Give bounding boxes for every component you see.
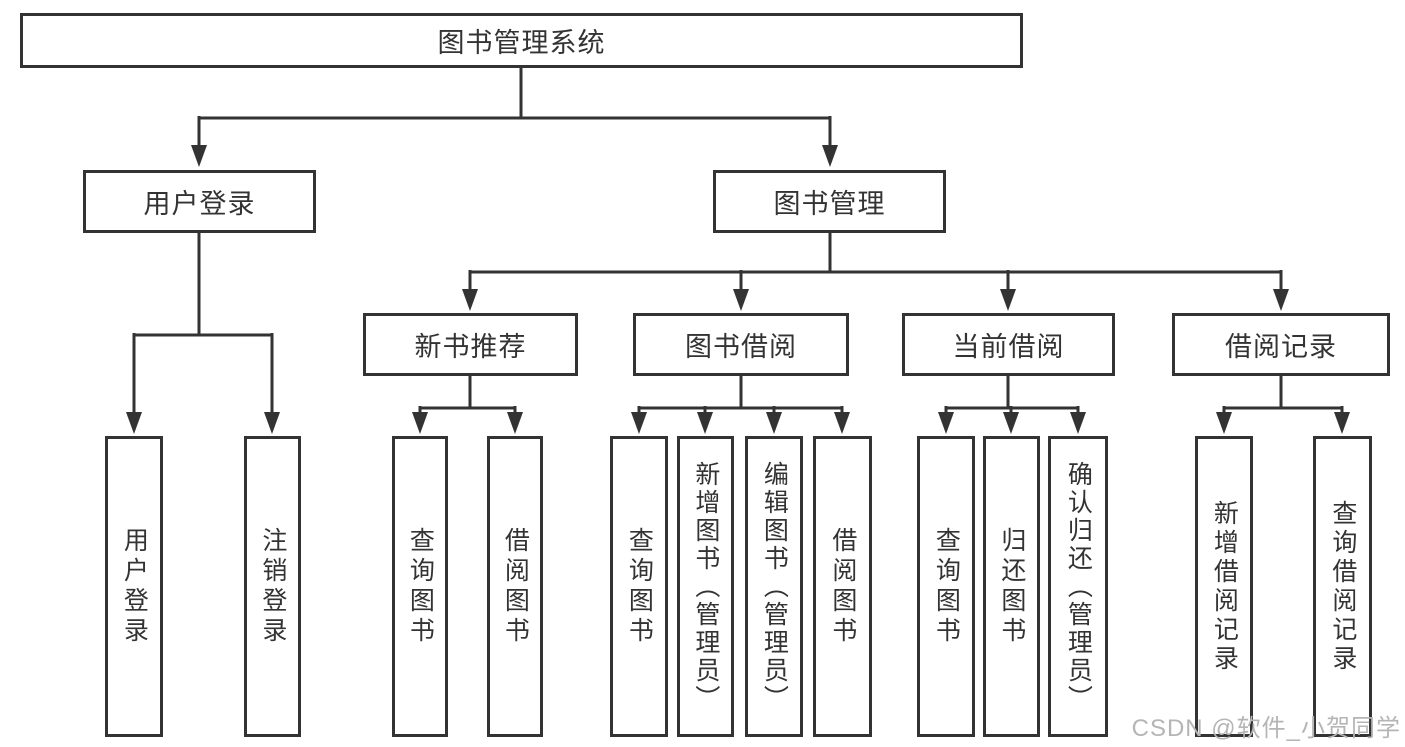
leaf-logout: 注销登录 bbox=[244, 436, 301, 737]
leaf-user-login: 用户登录 bbox=[105, 436, 163, 737]
node-borrow-records: 借阅记录 bbox=[1172, 313, 1390, 376]
node-system-root: 图书管理系统 bbox=[20, 13, 1023, 68]
leaf-borrow-books-recommend: 借阅图书 bbox=[487, 436, 543, 737]
leaf-borrow-books-2: 借阅图书 bbox=[813, 436, 872, 737]
node-current-borrow: 当前借阅 bbox=[902, 313, 1115, 376]
leaf-edit-book-admin: 编辑图书（管理员） bbox=[745, 436, 803, 737]
leaf-query-books-current: 查询图书 bbox=[917, 436, 975, 737]
leaf-add-borrow-record: 新增借阅记录 bbox=[1195, 436, 1253, 737]
node-book-borrow: 图书借阅 bbox=[633, 313, 849, 376]
leaf-return-book: 归还图书 bbox=[983, 436, 1040, 737]
leaf-query-books-borrow: 查询图书 bbox=[610, 436, 668, 737]
node-new-book-recommend: 新书推荐 bbox=[363, 313, 578, 376]
csdn-watermark: CSDN @软件_小贺同学 bbox=[1131, 715, 1401, 742]
leaf-add-book-admin: 新增图书（管理员） bbox=[677, 436, 734, 737]
leaf-query-borrow-record: 查询借阅记录 bbox=[1313, 436, 1372, 737]
arrowheads bbox=[126, 145, 1350, 434]
node-book-management: 图书管理 bbox=[713, 170, 946, 233]
leaf-query-books-recommend: 查询图书 bbox=[392, 436, 448, 737]
node-user-login: 用户登录 bbox=[83, 170, 316, 233]
leaf-confirm-return-admin: 确认归还（管理员） bbox=[1048, 436, 1108, 737]
